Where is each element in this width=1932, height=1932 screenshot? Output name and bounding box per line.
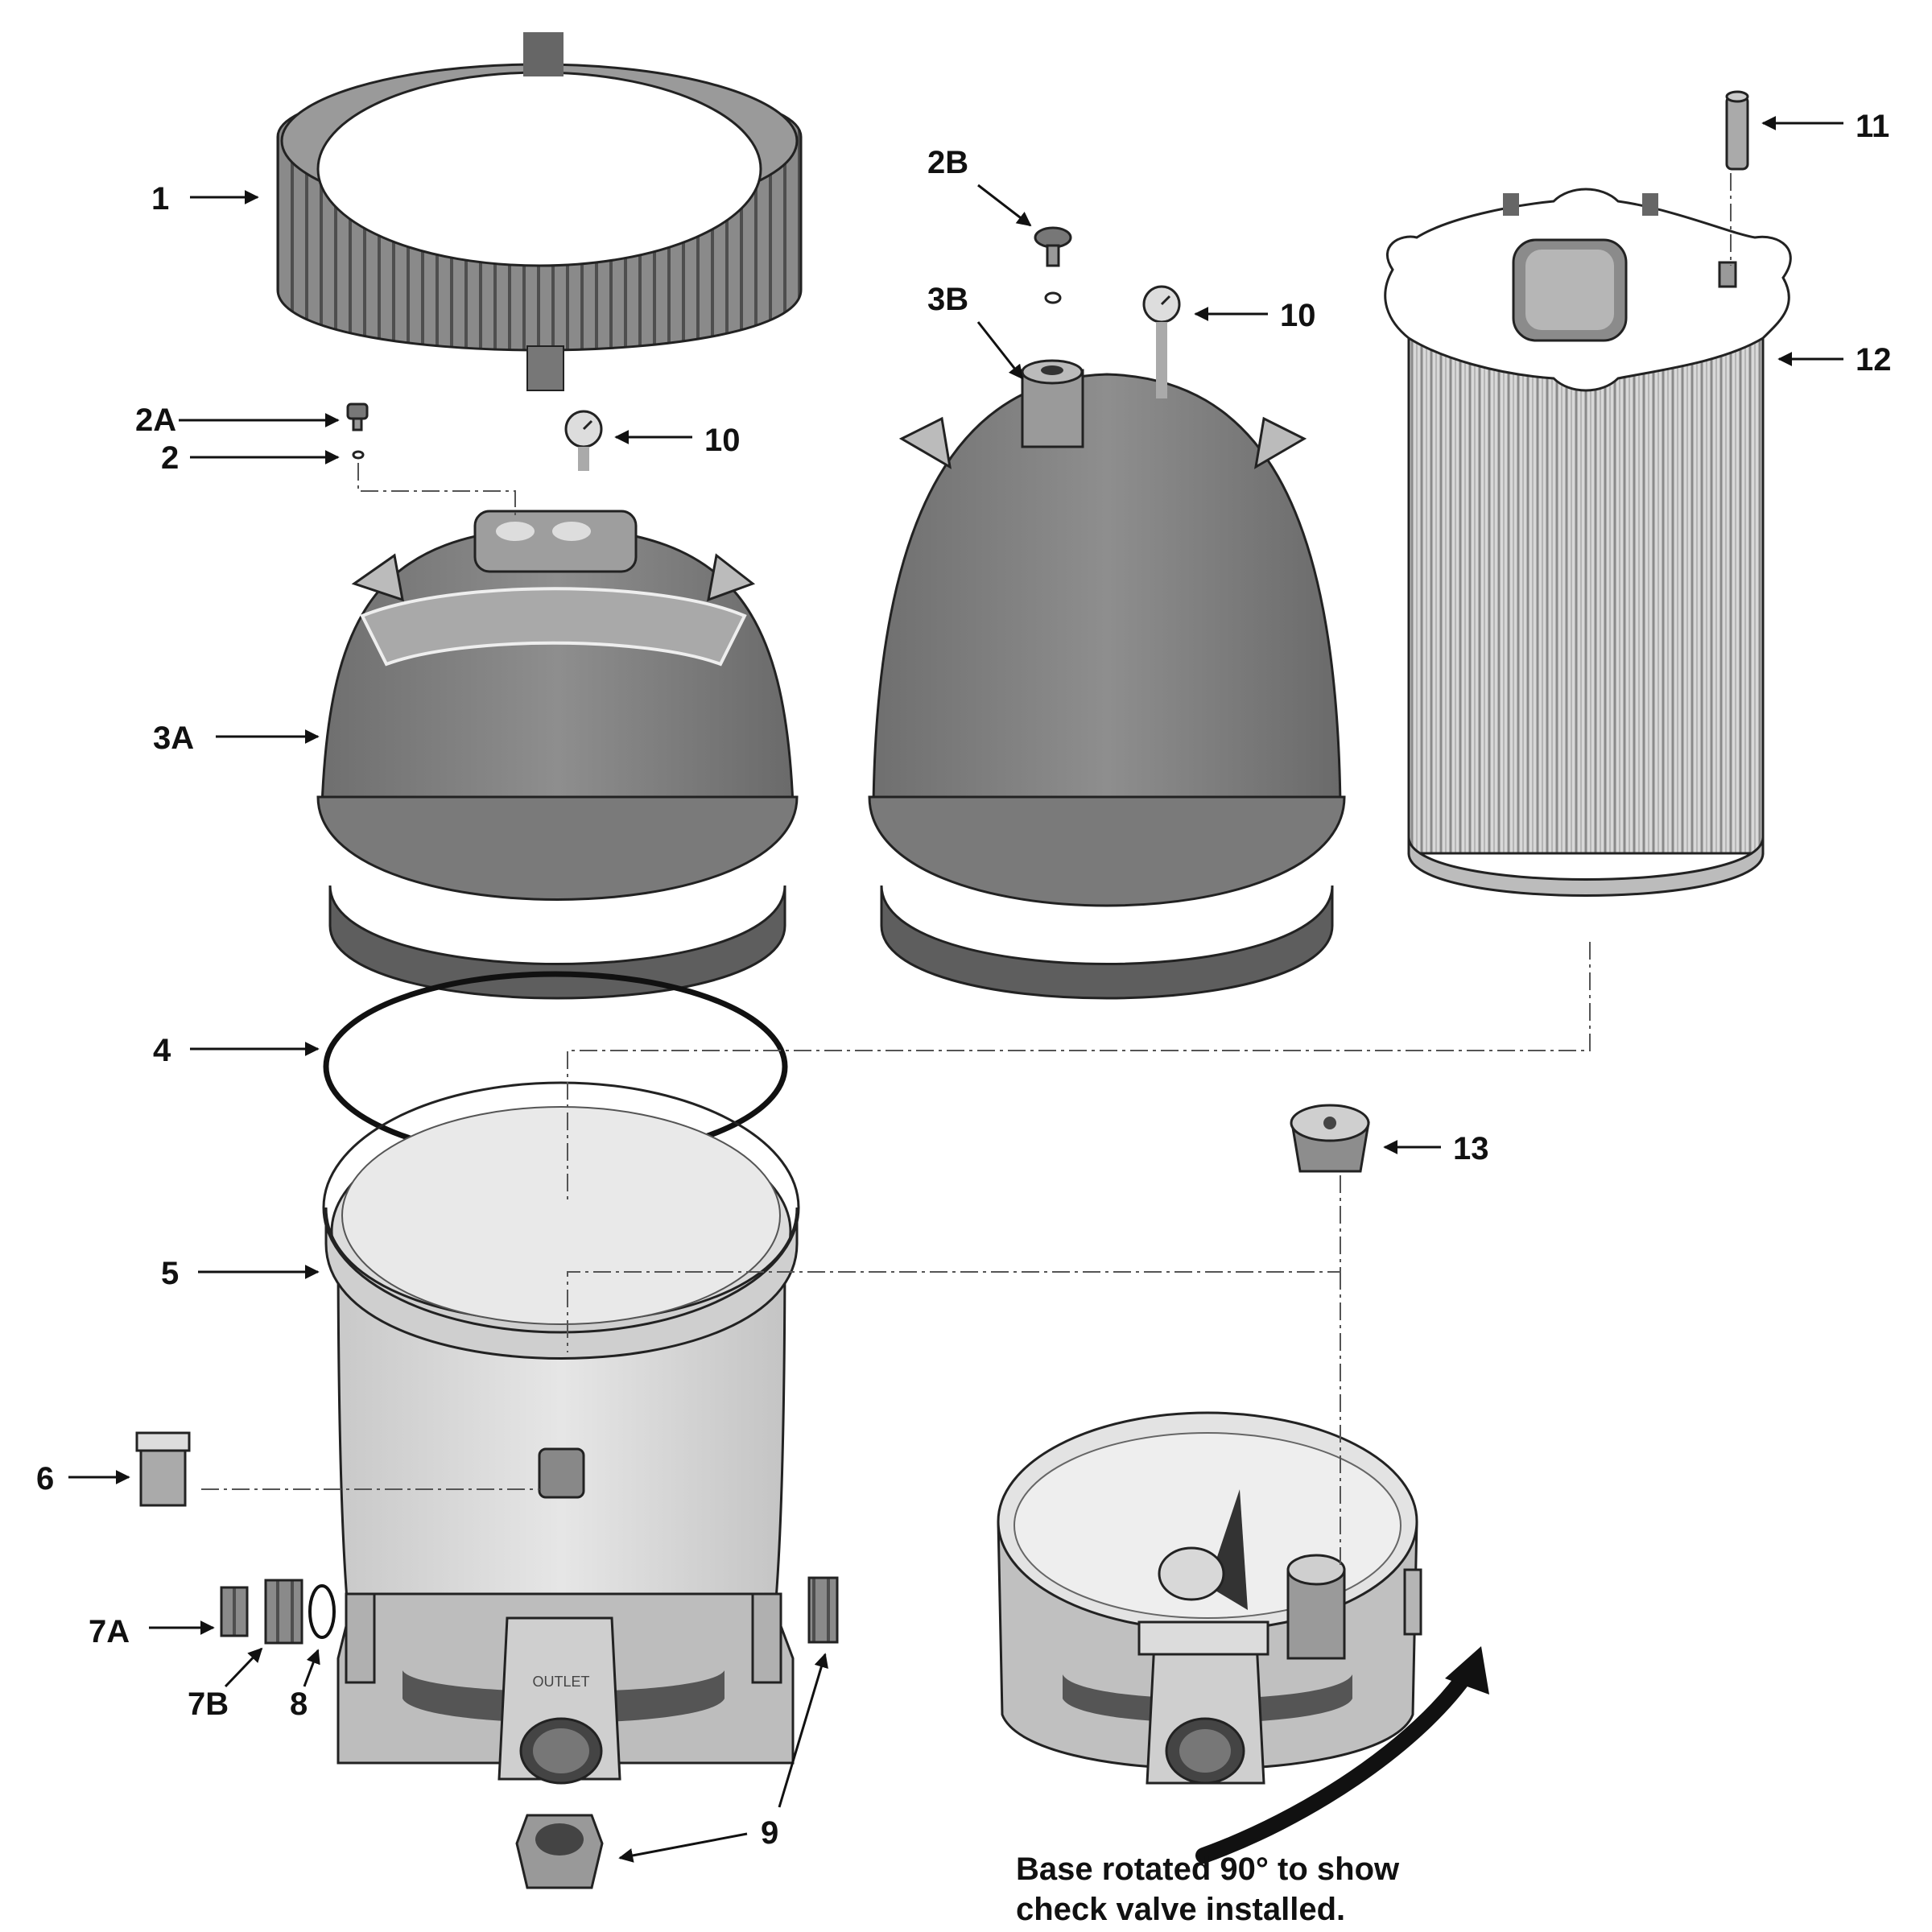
- label-12: 12: [1856, 342, 1892, 378]
- pressure-gauge-10a-part: [564, 410, 603, 471]
- union-adapter-9-right-part: [807, 1576, 839, 1644]
- caption-line-1: Base rotated 90° to show: [1016, 1852, 1400, 1887]
- label-5: 5: [161, 1256, 179, 1291]
- label-10-left: 10: [704, 423, 741, 458]
- alignment-lines: [201, 173, 1732, 1570]
- label-8: 8: [290, 1686, 308, 1722]
- o-ring-8-part: [308, 1584, 336, 1639]
- label-3B: 3B: [927, 282, 968, 317]
- label-7A: 7A: [89, 1614, 130, 1649]
- tank-lid-3b-part: [868, 359, 1346, 1000]
- filter-cartridge-12-part: [1384, 188, 1792, 897]
- label-4: 4: [153, 1033, 171, 1068]
- pressure-gauge-10b-part: [1142, 285, 1181, 398]
- label-9: 9: [761, 1815, 778, 1851]
- label-6: 6: [36, 1461, 54, 1496]
- label-10-right: 10: [1280, 298, 1316, 333]
- label-2B: 2B: [927, 145, 968, 180]
- caption-line-2: check valve installed.: [1016, 1892, 1345, 1927]
- part-labels: 1 2A 2 10 3A 2B 3B 10 11 12 4 13 5 6 7A …: [36, 109, 1892, 1863]
- label-13: 13: [1453, 1131, 1489, 1166]
- union-nut-9-bottom-part: [515, 1814, 604, 1889]
- adapter-7a-part: [220, 1586, 249, 1637]
- outlet-label: OUTLET: [532, 1674, 589, 1690]
- retaining-clip-6-part: [135, 1431, 191, 1507]
- label-2A: 2A: [135, 402, 176, 438]
- label-2: 2: [161, 440, 179, 476]
- check-valve-rod-11-part: [1725, 90, 1749, 171]
- adapter-7b-part: [264, 1579, 303, 1645]
- tank-body-5-part: OUTLET: [322, 1081, 800, 1785]
- label-7B: 7B: [188, 1686, 229, 1722]
- o-ring-2-part: [352, 450, 365, 460]
- label-11: 11: [1856, 109, 1889, 144]
- tank-lid-3a-part: [316, 510, 799, 1000]
- caption: Base rotated 90° to show check valve ins…: [1016, 1852, 1400, 1927]
- check-valve-13-part: [1290, 1104, 1370, 1173]
- air-relief-valve-2a-part: [346, 402, 369, 431]
- label-1: 1: [151, 181, 169, 217]
- o-ring-3b-part: [1044, 291, 1062, 304]
- label-3A: 3A: [153, 720, 194, 756]
- air-relief-valve-2b-part: [1034, 226, 1072, 267]
- lock-ring-part: [276, 32, 803, 391]
- rotated-base-part: [997, 1411, 1489, 1864]
